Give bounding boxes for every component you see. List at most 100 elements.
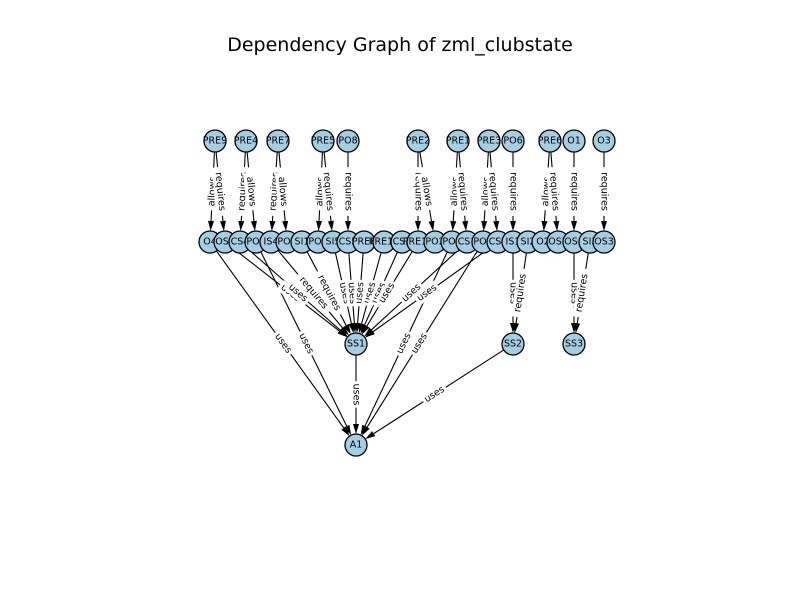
page-title: Dependency Graph of zml_clubstate <box>227 34 573 56</box>
node-label: CS2 <box>393 237 412 248</box>
edge-label-background <box>350 381 362 408</box>
node-circle <box>562 129 586 153</box>
arrow-head <box>574 322 581 334</box>
edge-label: uses <box>420 382 449 407</box>
arrow-head <box>415 221 421 231</box>
arrow-head <box>343 324 351 335</box>
node-label: SS3 <box>565 339 583 350</box>
node-label: PO1 <box>442 237 461 248</box>
node-label: PO7 <box>277 237 296 248</box>
node-ss1: SS1 <box>344 332 368 356</box>
node-label: PO6 <box>503 136 522 147</box>
node-circle <box>592 129 616 153</box>
edge-label-text: requires <box>413 172 424 211</box>
edge-label: requires <box>572 267 592 319</box>
arrow-head <box>361 425 370 436</box>
edge-label-background <box>454 166 471 217</box>
node-label: PO4 <box>246 237 265 248</box>
node-circle <box>234 129 258 153</box>
edge-label: uses <box>270 329 296 358</box>
edge-label-text: requires <box>213 172 228 212</box>
arrow-head <box>219 220 226 232</box>
arrow-head <box>340 325 349 336</box>
node-is4: IS4 <box>259 230 283 254</box>
node-circle <box>477 129 501 153</box>
node-circle <box>592 230 616 254</box>
arrow-head <box>365 431 376 440</box>
edge-label: requires <box>342 167 354 216</box>
edge-label: allows <box>274 172 291 211</box>
node-pre4: PRE4 <box>234 129 258 153</box>
node-circle <box>266 129 290 153</box>
arrow-head <box>553 220 560 232</box>
node-label: PRE9 <box>203 136 227 147</box>
node-pre9: PRE9 <box>203 129 227 153</box>
arrow-head <box>361 324 370 335</box>
node-pre3: PRE3 <box>477 129 501 153</box>
edge-label-text: requires <box>508 172 519 211</box>
node-label: PRE6 <box>538 136 562 147</box>
edge-label-text: requires <box>321 172 336 212</box>
node-label: PRE10 <box>369 237 399 248</box>
edge-label-text: requires <box>599 172 610 211</box>
edge-label: uses <box>350 381 362 408</box>
edge-label-background <box>417 171 436 212</box>
edge-label-text: uses <box>569 282 580 304</box>
arrow-head <box>345 221 351 231</box>
node-label: PO8 <box>338 136 357 147</box>
edge-label-background <box>392 329 416 358</box>
edge-label-background <box>293 270 334 316</box>
node-label: PRE5 <box>311 136 335 147</box>
edge-label-background <box>572 267 592 319</box>
edge-label-text: requires <box>486 172 500 212</box>
node-label: PRE7 <box>266 136 290 147</box>
arrow-head <box>481 220 488 232</box>
edge-label-text: uses <box>508 282 519 304</box>
arrow-head <box>601 221 607 231</box>
node-label: PO3 <box>473 237 492 248</box>
edge-label: requires <box>546 166 562 217</box>
node-pre1: PRE1 <box>446 129 470 153</box>
node-label: OS1 <box>564 237 584 248</box>
edge-label-background <box>397 279 426 307</box>
edge-label: requires <box>454 166 471 217</box>
edge-label-text: requires <box>547 172 561 212</box>
edge-label-background <box>243 172 259 211</box>
arrow-head <box>541 220 548 232</box>
node-pre6: PRE6 <box>538 129 562 153</box>
arrow-head <box>513 322 520 334</box>
edge-label: requires <box>485 166 502 217</box>
edge-label-text: requires <box>569 172 580 211</box>
node-label: O3 <box>597 136 611 147</box>
node-cs5: CS5 <box>336 230 360 254</box>
edge-label: requires <box>211 166 229 217</box>
edge-label: uses <box>294 329 318 358</box>
edge-label-background <box>375 278 399 308</box>
arrow-head <box>450 220 457 232</box>
arrow-head <box>341 426 350 437</box>
node-label: PO2 <box>425 237 444 248</box>
arrow-head <box>250 220 257 232</box>
node-o1: O1 <box>562 129 586 153</box>
edge-label-background <box>342 167 354 216</box>
edge-label-background <box>485 166 502 217</box>
edge-label-text: allows <box>244 176 258 207</box>
edge-label-background <box>312 268 346 318</box>
edge-label-background <box>284 279 312 307</box>
edge-label-background <box>420 382 449 407</box>
node-label: SI5 <box>326 237 341 248</box>
arrow-head <box>282 220 289 232</box>
edge-label-background <box>568 167 580 216</box>
edge-label-text: requires <box>343 172 354 211</box>
edge-label: requires <box>568 167 580 216</box>
edge-label-text: uses <box>296 331 316 355</box>
node-label: SS1 <box>347 339 365 350</box>
node-circle <box>336 129 360 153</box>
node-label: SI1 <box>295 237 310 248</box>
edge-label: allows <box>243 172 259 211</box>
node-circle <box>538 129 562 153</box>
node-po6: PO6 <box>501 129 525 153</box>
edge-label-background <box>211 166 229 217</box>
